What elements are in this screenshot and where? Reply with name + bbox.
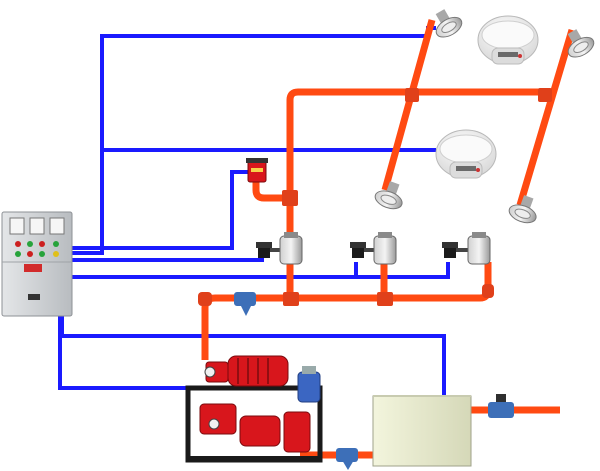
tee-fitting [538,88,552,102]
wire-to-valves-bus [72,262,450,279]
sprinkler-head-3 [374,181,403,210]
wire-to-tank [206,334,446,396]
branch-line-2 [516,29,576,206]
solenoid-valve-3 [442,232,491,265]
solenoid-valve-2 [350,232,397,265]
sprinkler-head-1 [435,9,463,38]
branch-line-1 [381,19,436,191]
tee-fitting [405,88,419,102]
y-strainer-main [234,292,256,316]
fire-pump-unit [185,355,323,463]
panel-indicator-lights [15,241,59,257]
wire-to-alarm-bell [72,170,250,250]
wire-cabinet-to-pump-low [58,316,194,390]
wire-to-upper-detector [72,26,436,255]
main-riser [286,88,545,300]
wire-to-valve-1 [72,258,264,262]
smoke-detector-upper [477,15,539,65]
sprinkler-head-4 [508,195,537,224]
tee-fitting [377,292,393,306]
signal-wiring [58,26,450,396]
pipe-fittings [198,88,552,306]
alarm-bell-spur [252,180,290,202]
sprinkler-head-2 [567,29,595,58]
control-cabinet [1,211,73,317]
y-strainer-pump-outlet [336,448,358,470]
panel-gauges [9,217,65,235]
alarm-bell [246,158,268,183]
butterfly-valve [488,394,514,418]
solenoid-valve-1 [256,232,303,265]
elbow-fitting [198,292,212,306]
water-tank [372,395,472,467]
wire-cabinet-to-pump [60,316,208,360]
tee-fitting [283,292,299,306]
smoke-detector-lower [435,129,497,179]
tee-fitting [282,190,298,206]
panel-handle [28,294,40,300]
elbow-fitting [482,284,494,298]
panel-display [24,264,42,272]
